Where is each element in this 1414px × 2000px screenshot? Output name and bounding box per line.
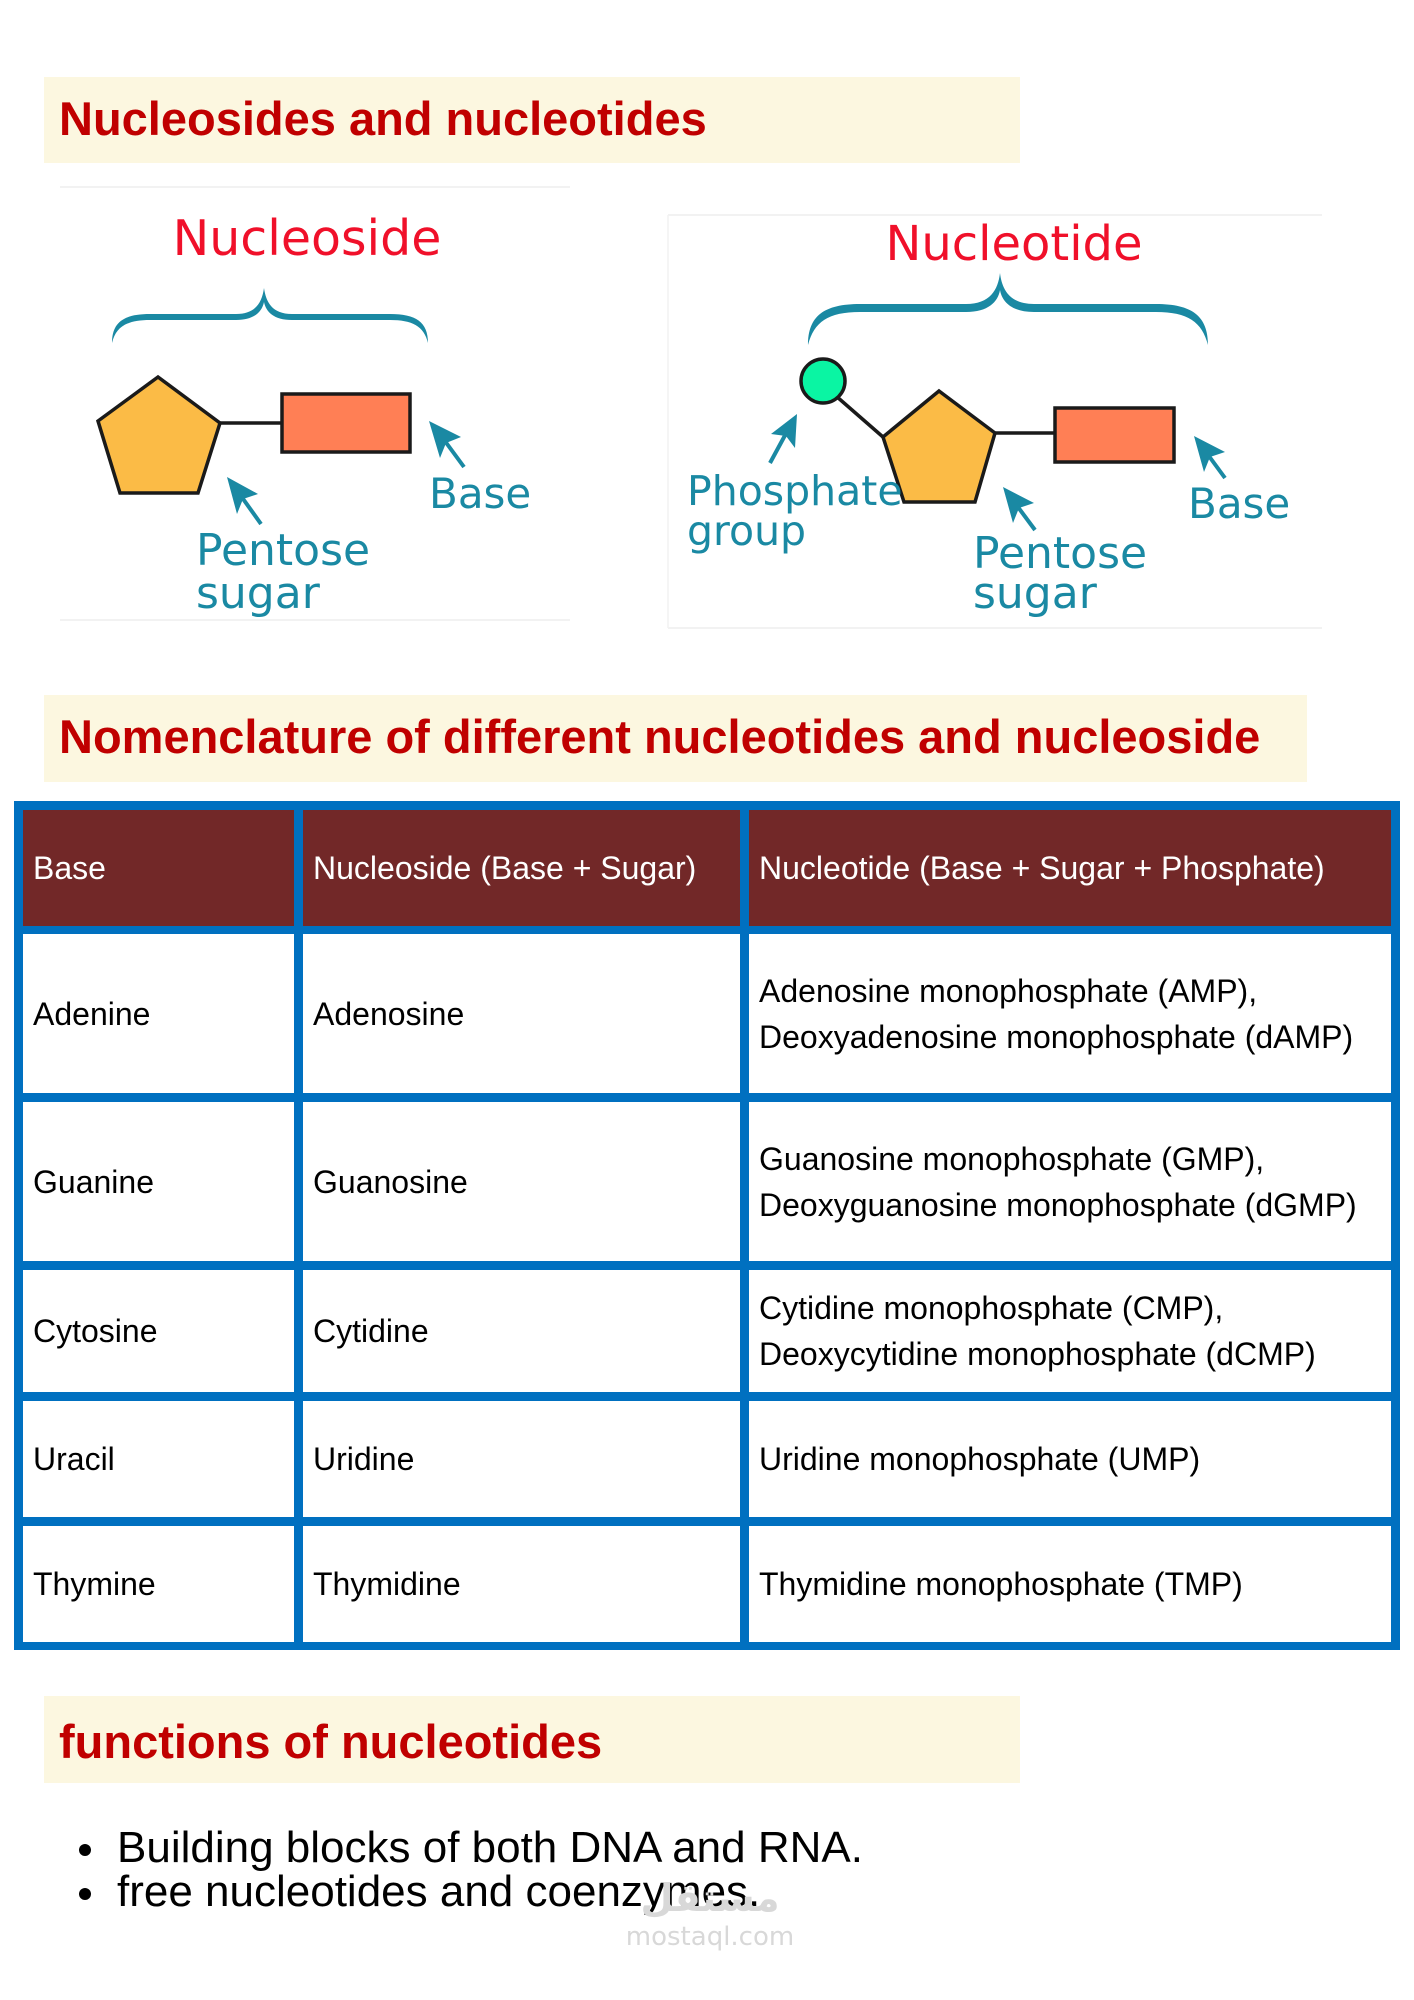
- nucleotide-name: Deoxycytidine monophosphate (dCMP): [759, 1336, 1316, 1372]
- nucleoside-nucleotide-diagrams: Nucleoside Base Pentose sugar Nucleotide: [0, 0, 1414, 680]
- list-item-text: Building blocks of both DNA and RNA.: [117, 1823, 863, 1872]
- group-label: group: [687, 507, 806, 555]
- bullet-icon: [79, 1844, 91, 1856]
- table-cell-nucleoside: Uridine: [303, 1401, 740, 1517]
- nucleotide-name: Deoxyadenosine monophosphate (dAMP): [759, 1018, 1354, 1055]
- watermark-site: mostaql.com: [625, 1922, 795, 1952]
- base-rectangle: [1053, 406, 1176, 464]
- list-item: free nucleotides and coenzymes.: [76, 1870, 863, 1914]
- pentose-label: Pentose: [196, 525, 370, 576]
- nucleotide-diagram: Nucleotide Phosphate group Base: [667, 214, 1322, 629]
- nucleotide-title: Nucleotide: [885, 216, 1142, 272]
- arrow-icon: [227, 477, 263, 526]
- list-item-text: free nucleotides and coenzymes.: [117, 1867, 761, 1916]
- section-title: functions of nucleotides: [59, 1715, 603, 1768]
- pentose-label: Pentose: [973, 528, 1147, 579]
- table-cell-nucleoside: Guanosine: [303, 1102, 740, 1261]
- nucleoside-diagram: Nucleoside Base Pentose sugar: [60, 186, 570, 621]
- table-cell-nucleotide: Guanosine monophosphate (GMP), Deoxyguan…: [749, 1102, 1391, 1261]
- nucleoside-title: Nucleoside: [173, 210, 442, 267]
- base-rectangle: [280, 392, 412, 454]
- table-header-nucleotide: Nucleotide (Base + Sugar + Phosphate): [749, 810, 1391, 926]
- table-header-nucleoside: Nucleoside (Base + Sugar): [303, 810, 740, 926]
- phosphate-circle: [799, 357, 847, 405]
- nucleotide-name: Uridine monophosphate (UMP): [759, 1441, 1201, 1477]
- brace-icon: [112, 288, 428, 343]
- sugar-label: sugar: [196, 568, 321, 619]
- table-cell-nucleotide: Uridine monophosphate (UMP): [749, 1401, 1391, 1517]
- table-cell-base: Thymine: [23, 1526, 294, 1642]
- table-header-base: Base: [23, 810, 294, 926]
- section-header-nucleosides-nucleotides: Nucleosides and nucleotides: [44, 77, 1020, 163]
- section-title: Nomenclature of different nucleotides an…: [59, 710, 1261, 763]
- table-cell-nucleoside: Thymidine: [303, 1526, 740, 1642]
- table-cell-base: Cytosine: [23, 1270, 294, 1392]
- sugar-label: sugar: [973, 568, 1098, 619]
- arrow-icon: [1003, 487, 1037, 532]
- arrow-icon: [429, 421, 466, 469]
- table-cell-base: Guanine: [23, 1102, 294, 1261]
- table-cell-nucleotide: Cytidine monophosphate (CMP), Deoxycytid…: [749, 1270, 1391, 1392]
- brace-icon: [808, 273, 1208, 345]
- section-header-functions: functions of nucleotides: [44, 1696, 1020, 1783]
- phosphoester-bond: [834, 394, 885, 439]
- nucleotide-name: Adenosine monophosphate (AMP),: [759, 972, 1258, 1009]
- table-cell-nucleoside: Adenosine: [303, 934, 740, 1093]
- nucleotide-name: Cytidine monophosphate (CMP),: [759, 1290, 1224, 1326]
- table-cell-nucleotide: Adenosine monophosphate (AMP), Deoxyaden…: [749, 934, 1391, 1093]
- nucleotide-name: Deoxyguanosine monophosphate (dGMP): [759, 1186, 1357, 1223]
- arrow-icon: [768, 414, 797, 464]
- list-item: Building blocks of both DNA and RNA.: [76, 1826, 863, 1870]
- nomenclature-table: Base Nucleoside (Base + Sugar) Nucleotid…: [14, 801, 1400, 1650]
- bullet-icon: [79, 1888, 91, 1900]
- nucleotide-name: Guanosine monophosphate (GMP),: [759, 1140, 1265, 1177]
- base-label: Base: [1188, 479, 1290, 528]
- arrow-icon: [1194, 436, 1227, 480]
- functions-list: Building blocks of both DNA and RNA. fre…: [76, 1826, 863, 1914]
- pentose-sugar-pentagon: [880, 388, 998, 504]
- nucleotide-name: Thymidine monophosphate (TMP): [759, 1566, 1243, 1602]
- base-label: Base: [429, 469, 531, 518]
- table-cell-base: Adenine: [23, 934, 294, 1093]
- section-header-nomenclature: Nomenclature of different nucleotides an…: [44, 695, 1307, 782]
- pentose-sugar-pentagon: [95, 374, 223, 495]
- table-cell-nucleoside: Cytidine: [303, 1270, 740, 1392]
- table-cell-nucleotide: Thymidine monophosphate (TMP): [749, 1526, 1391, 1642]
- table-cell-base: Uracil: [23, 1401, 294, 1517]
- phosphate-label: Phosphate: [687, 467, 903, 515]
- section-title: Nucleosides and nucleotides: [59, 92, 707, 145]
